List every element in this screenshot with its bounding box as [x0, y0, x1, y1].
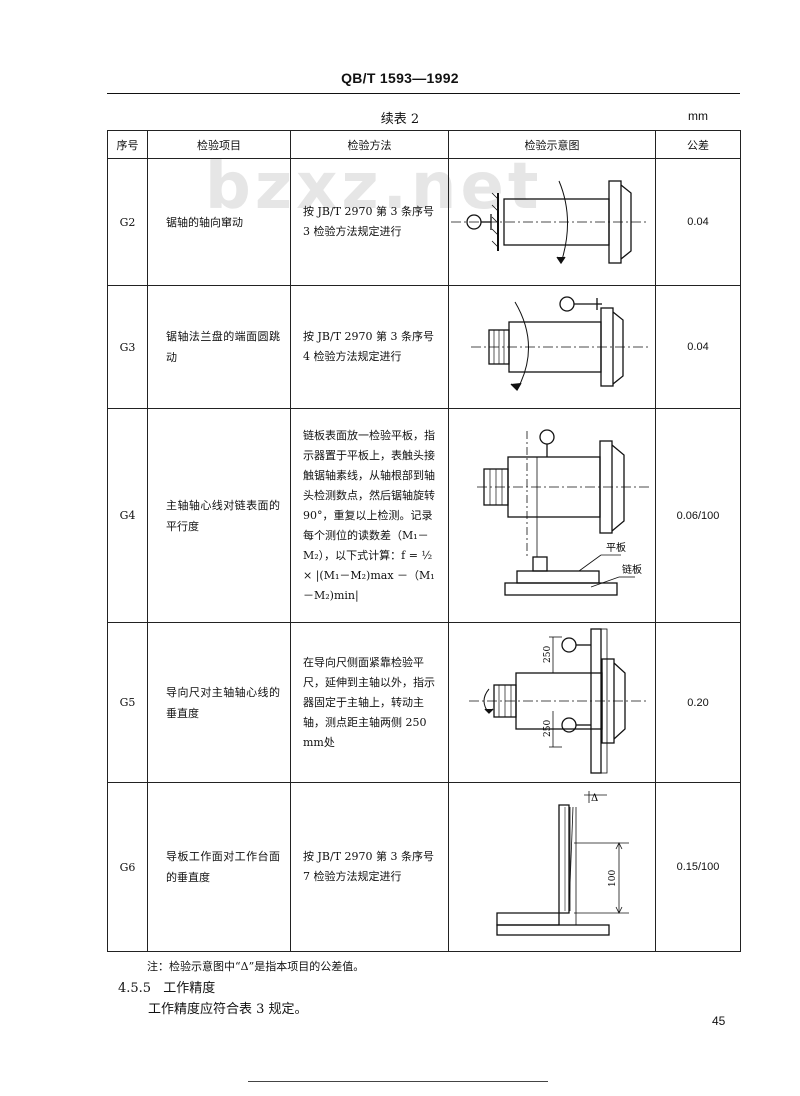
delta-label: Δ [591, 793, 598, 804]
row-item: 导向尺对主轴轴心线的垂直度 [147, 622, 291, 783]
row-code: G2 [107, 158, 148, 286]
row-tolerance: 0.20 [655, 622, 741, 783]
inspection-table: 序号 检验项目 检验方法 检验示意图 公差 G2 锯轴的轴向窜动 按 JB/T … [107, 130, 741, 952]
row-code: G3 [107, 285, 148, 409]
footer-rule [248, 1081, 548, 1082]
column-header: 检验项目 [147, 130, 291, 159]
dimension-top-label: 250 [543, 646, 553, 663]
row-method: 按 JB/T 2970 第 3 条序号 7 检验方法规定进行 [290, 782, 449, 952]
perpendicularity-diagram: 250 250 [469, 628, 649, 774]
diagram-cell: 平板 链板 [448, 408, 656, 623]
row-code: G6 [107, 782, 148, 952]
face-runout-diagram [471, 296, 649, 392]
row-item: 锯轴的轴向窜动 [147, 158, 291, 286]
section-heading: 4.5.5 工作精度 [118, 977, 215, 996]
diagram-cell [448, 158, 656, 286]
plate-label: 平板 [606, 541, 626, 554]
column-header: 检验方法 [290, 130, 449, 159]
row-method: 按 JB/T 2970 第 3 条序号 3 检验方法规定进行 [290, 158, 449, 286]
column-header: 序号 [107, 130, 148, 159]
column-header: 公差 [655, 130, 741, 159]
row-method: 按 JB/T 2970 第 3 条序号 4 检验方法规定进行 [290, 285, 449, 409]
row-tolerance: 0.15/100 [655, 782, 741, 952]
row-tolerance: 0.04 [655, 158, 741, 286]
table-row: G6 导板工作面对工作台面的垂直度 按 JB/T 2970 第 3 条序号 7 … [107, 782, 741, 952]
diagram-cell: 250 250 [448, 622, 656, 783]
table-header-row: 序号 检验项目 检验方法 检验示意图 公差 [107, 130, 741, 159]
parallelism-diagram: 平板 链板 [477, 429, 649, 596]
section-title: 工作精度 [163, 981, 216, 996]
row-item: 锯轴法兰盘的端面圆跳动 [147, 285, 291, 409]
table-row: G4 主轴轴心线对链表面的平行度 链板表面放一检验平板，指示器置于平板上，表触头… [107, 408, 741, 623]
table-caption: 续表 2 [380, 112, 420, 127]
table-note: 注：检验示意图中“Δ”是指本项目的公差值。 [147, 960, 365, 973]
header-rule [107, 93, 740, 94]
guide-plate-diagram: Δ 100 [496, 791, 629, 936]
column-header: 检验示意图 [448, 130, 656, 159]
table-row: G2 锯轴的轴向窜动 按 JB/T 2970 第 3 条序号 3 检验方法规定进… [107, 158, 741, 286]
row-item: 主轴轴心线对链表面的平行度 [147, 408, 291, 623]
chain-plate-label: 链板 [622, 563, 642, 576]
table-row: G3 锯轴法兰盘的端面圆跳动 按 JB/T 2970 第 3 条序号 4 检验方… [107, 285, 741, 409]
section-number: 4.5.5 [118, 981, 152, 996]
axial-play-diagram [451, 180, 649, 265]
row-tolerance: 0.06/100 [655, 408, 741, 623]
body-paragraph: 工作精度应符合表 3 规定。 [148, 1002, 308, 1017]
table-row: G5 导向尺对主轴轴心线的垂直度 在导向尺侧面紧靠检验平尺，延伸到主轴以外，指示… [107, 622, 741, 783]
diagram-cell [448, 285, 656, 409]
row-code: G5 [107, 622, 148, 783]
dimension-bottom-label: 250 [543, 720, 553, 737]
row-tolerance: 0.04 [655, 285, 741, 409]
row-method: 链板表面放一检验平板，指示器置于平板上，表触头接触锯轴素线，从轴根部到轴头检测数… [290, 408, 449, 623]
table-unit: mm [688, 109, 708, 123]
standard-code-header: QB/T 1593—1992 [341, 70, 459, 86]
row-item: 导板工作面对工作台面的垂直度 [147, 782, 291, 952]
row-method: 在导向尺侧面紧靠检验平尺，延伸到主轴以外，指示器固定于主轴上，转动主轴，测点距主… [290, 622, 449, 783]
height-label: 100 [608, 870, 618, 887]
page-number: 45 [712, 1014, 726, 1028]
diagram-cell: Δ 100 [448, 782, 656, 952]
row-code: G4 [107, 408, 148, 623]
